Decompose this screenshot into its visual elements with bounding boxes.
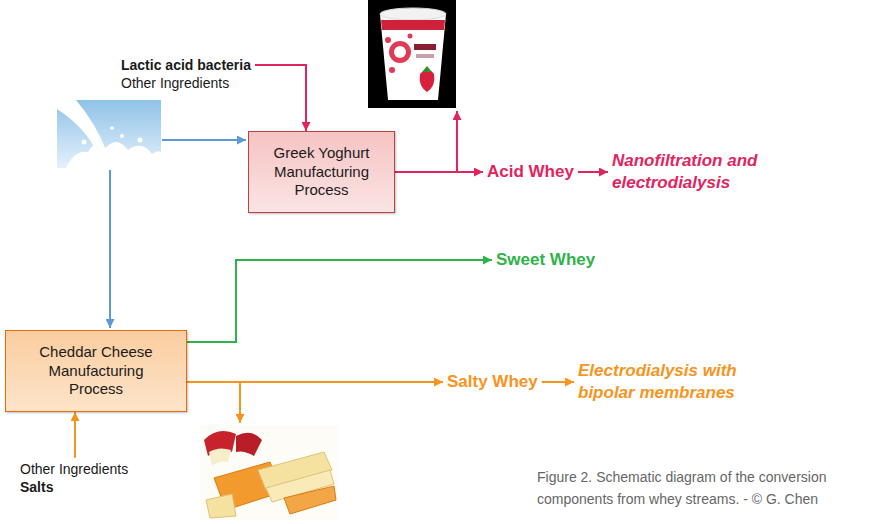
whey-label: Salty Whey	[443, 369, 542, 395]
node-text: Other Ingredients	[20, 460, 128, 478]
input-label: Other IngredientsSalts	[16, 458, 132, 498]
cup-label-dot	[389, 41, 411, 63]
treatment-label: Electrodialysis with bipolar membranes	[574, 358, 746, 406]
cup-label-dot	[394, 46, 406, 58]
flow-arrow	[395, 171, 483, 173]
process-box: Greek Yoghurt Manufacturing Process	[248, 131, 395, 213]
node-text: Lactic acid bacteria	[121, 56, 251, 74]
cup-pattern-dot	[385, 37, 391, 43]
whey-label: Acid Whey	[483, 159, 578, 185]
milk-drop	[120, 134, 124, 138]
yoghurt-cup-photo	[368, 0, 456, 108]
cup-label-band	[416, 54, 434, 58]
process-box: Cheddar Cheese Manufacturing Process	[5, 330, 187, 412]
flow-arrow	[74, 412, 76, 458]
flow-arrow	[255, 65, 306, 131]
input-label: Lactic acid bacteriaOther Ingredients	[117, 54, 255, 94]
node-text: Greek Yoghurt Manufacturing Process	[267, 144, 376, 200]
flow-arrow	[187, 260, 492, 342]
milk-drop	[82, 140, 87, 145]
cup-pattern-dot	[408, 34, 413, 39]
flow-arrow	[187, 381, 443, 383]
node-text: Sweet Whey	[496, 249, 595, 271]
product-arrow	[456, 111, 458, 172]
cheese-photo	[200, 425, 338, 520]
photo-ground	[200, 425, 338, 520]
treatment-label: Nanofiltration and electrodialysis	[608, 148, 780, 196]
strawberry	[420, 70, 435, 92]
node-text: Cheddar Cheese Manufacturing Process	[26, 343, 166, 399]
node-text: Salty Whey	[447, 371, 538, 393]
cup-pattern-dot	[389, 67, 395, 73]
cup-label-band	[414, 44, 436, 50]
product-arrow	[239, 382, 241, 423]
photo-ground	[57, 100, 161, 168]
flow-arrow	[542, 381, 574, 383]
cup-lid	[380, 8, 446, 20]
apple-flesh	[209, 448, 231, 466]
photo-ground	[368, 0, 456, 108]
strawberry-leaf	[422, 66, 432, 72]
milk-drop	[110, 126, 114, 130]
flow-arrow	[578, 171, 608, 173]
milk-splash-photo	[57, 100, 161, 168]
milk-arrow	[109, 170, 111, 328]
whey-label: Sweet Whey	[492, 247, 599, 273]
apple-slice	[236, 433, 262, 456]
figure-caption: Figure 2. Schematic diagram of the conve…	[537, 466, 859, 511]
node-text: Nanofiltration and electrodialysis	[612, 150, 776, 194]
cup-body	[380, 14, 446, 100]
milk-drop	[138, 138, 143, 143]
cheese-stick	[206, 494, 236, 518]
node-text: Acid Whey	[487, 161, 574, 183]
node-text: Electrodialysis with bipolar membranes	[578, 360, 742, 404]
cheddar-block	[284, 486, 336, 514]
node-text: Other Ingredients	[121, 74, 251, 92]
milk-splash	[66, 142, 161, 168]
node-text: Salts	[20, 478, 128, 496]
cup-rim-band	[381, 20, 445, 30]
milk-arrow	[162, 139, 246, 141]
